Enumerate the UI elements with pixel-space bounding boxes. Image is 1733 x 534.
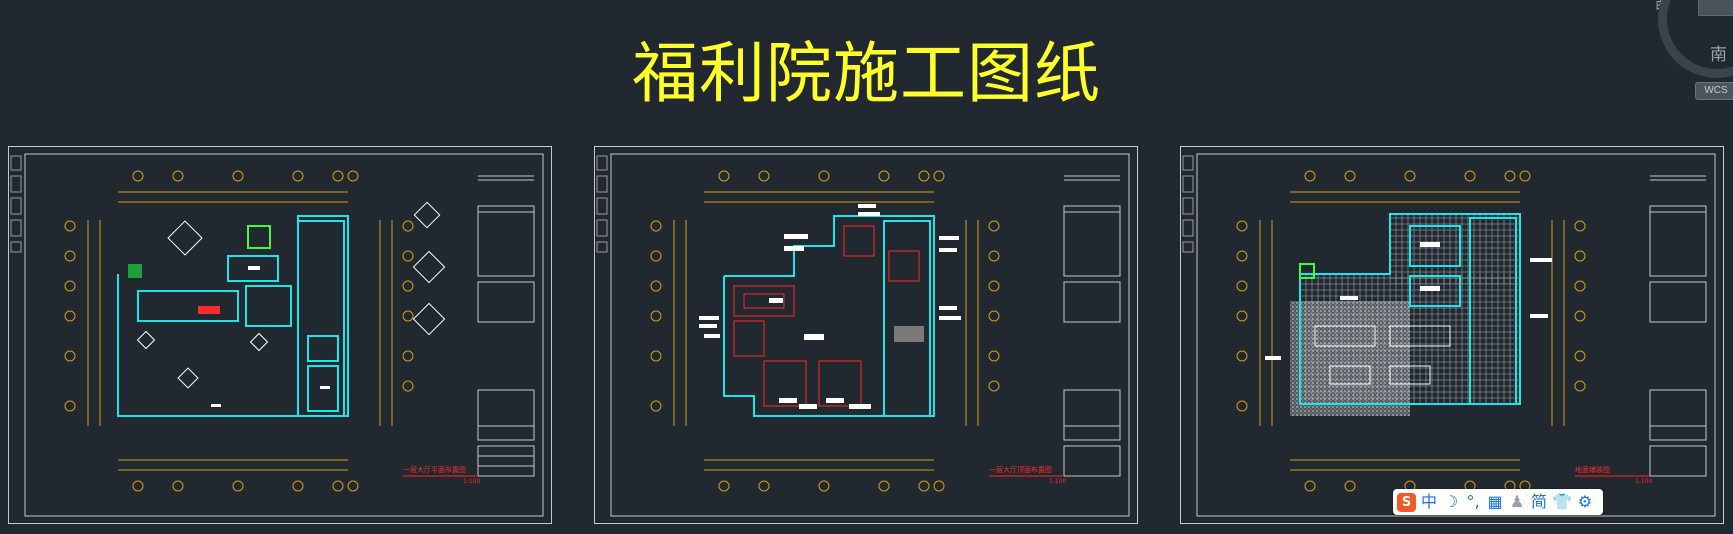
moon-icon[interactable]: ☽: [1443, 492, 1459, 511]
simplified-mode-button[interactable]: 简: [1530, 492, 1547, 511]
chinese-mode-button[interactable]: 中: [1420, 492, 1437, 511]
settings-icon[interactable]: ⚙: [1577, 492, 1593, 511]
viewcube[interactable]: [1652, 0, 1733, 80]
sheet-caption: 地面铺装图: [1575, 465, 1610, 474]
sheet-floor-plan-layout[interactable]: 一层大厅平面布置图 1:100: [8, 146, 552, 524]
drawing-title: 福利院施工图纸: [632, 35, 1101, 112]
viewcube-face[interactable]: [1698, 0, 1733, 16]
wcs-button[interactable]: WCS: [1695, 82, 1733, 100]
sheet-scale: 1:100: [1049, 478, 1066, 485]
sheet-scale: 1:100: [1635, 478, 1652, 485]
sheet-ceiling-plan[interactable]: 一层大厅顶面布置图 1:100: [594, 146, 1138, 524]
sheet-caption: 一层大厅平面布置图: [403, 465, 466, 474]
skin-icon[interactable]: 👕: [1552, 492, 1572, 511]
ime-toolbar[interactable]: S 中 ☽ °, ▦ ♟ 简 👕 ⚙: [1393, 489, 1603, 515]
sheet-scale: 1:100: [463, 478, 480, 485]
viewcube-south-label[interactable]: 南: [1710, 45, 1727, 65]
sheet-floor-material-plan[interactable]: 地面铺装图 1:100: [1180, 146, 1724, 524]
ime-logo-icon[interactable]: S: [1397, 492, 1416, 512]
user-icon[interactable]: ♟: [1509, 492, 1525, 511]
viewcube-compass-ring[interactable]: [1658, 0, 1733, 78]
punctuation-icon[interactable]: °,: [1466, 492, 1480, 511]
sheet-caption: 一层大厅顶面布置图: [989, 465, 1052, 474]
keyboard-icon[interactable]: ▦: [1487, 492, 1503, 511]
